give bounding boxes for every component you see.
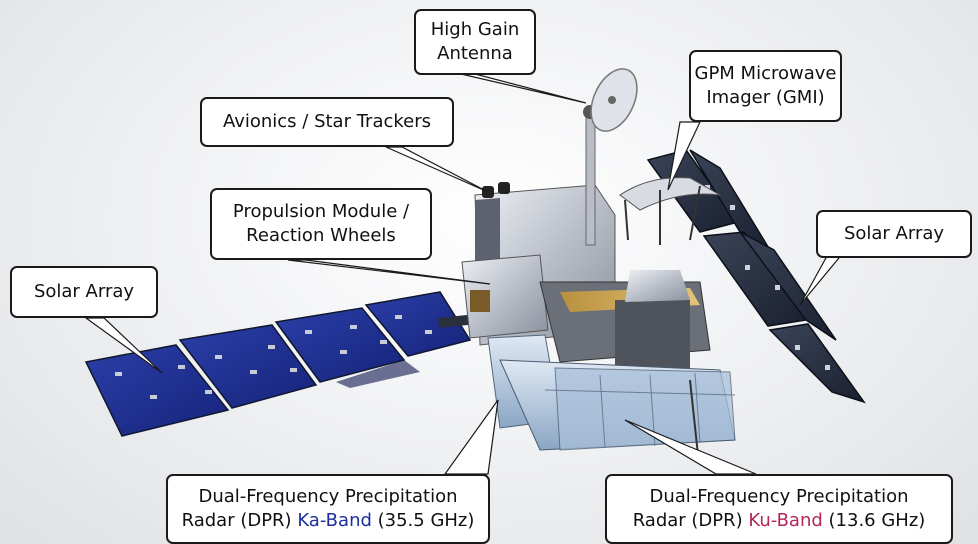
right-solar-array xyxy=(646,149,866,404)
label-gmi: GPM Microwave Imager (GMI) xyxy=(689,50,842,122)
label-dpr-ka-band: Ka-Band xyxy=(297,510,372,531)
label-propulsion: Propulsion Module / Reaction Wheels xyxy=(210,188,432,260)
label-dpr-ku: Dual-Frequency Precipitation Radar (DPR)… xyxy=(605,474,953,544)
label-dpr-ku-line1: Dual-Frequency Precipitation xyxy=(649,486,909,507)
dpr-radar xyxy=(487,334,736,456)
left-solar-array xyxy=(84,291,491,437)
label-dpr-ka-suffix: (35.5 GHz) xyxy=(371,510,475,531)
label-dpr-ku-band: Ku-Band xyxy=(748,510,823,531)
label-gmi-line2: Imager (GMI) xyxy=(706,87,825,108)
label-propulsion-line1: Propulsion Module / xyxy=(232,201,410,222)
label-solar-array-right: Solar Array xyxy=(816,210,972,258)
label-dpr-ku-prefix: Radar (DPR) xyxy=(632,510,749,531)
label-avionics: Avionics / Star Trackers xyxy=(200,97,454,147)
label-solar-array-right-text: Solar Array xyxy=(843,223,945,244)
label-dpr-ka-line1: Dual-Frequency Precipitation xyxy=(198,486,458,507)
label-propulsion-line2: Reaction Wheels xyxy=(246,225,396,246)
label-dpr-ka-line2: Radar (DPR) Ka-Band (35.5 GHz) xyxy=(182,509,475,533)
high-gain-antenna xyxy=(583,68,638,246)
label-dpr-ka: Dual-Frequency Precipitation Radar (DPR)… xyxy=(166,474,490,544)
label-high-gain-antenna-line1: High Gain xyxy=(430,19,520,40)
label-gmi-line1: GPM Microwave xyxy=(694,63,837,84)
leader-lines xyxy=(84,73,850,475)
label-dpr-ku-line2: Radar (DPR) Ku-Band (13.6 GHz) xyxy=(633,509,926,533)
label-high-gain-antenna-line2: Antenna xyxy=(437,43,513,64)
label-avionics-text: Avionics / Star Trackers xyxy=(222,111,432,132)
label-high-gain-antenna: High Gain Antenna xyxy=(414,9,536,75)
label-dpr-ku-suffix: (13.6 GHz) xyxy=(822,510,926,531)
label-dpr-ka-prefix: Radar (DPR) xyxy=(181,510,298,531)
label-solar-array-left: Solar Array xyxy=(10,266,158,318)
spacecraft-bus xyxy=(461,182,711,372)
label-solar-array-left-text: Solar Array xyxy=(33,281,135,302)
gmi-reflector xyxy=(619,177,721,245)
